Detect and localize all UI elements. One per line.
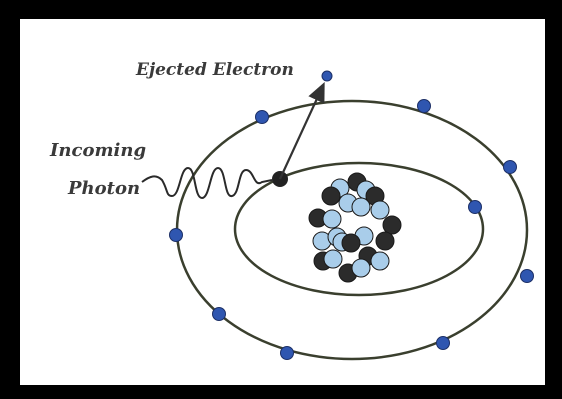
label-incoming: Incoming [49,140,146,161]
nucleon [352,259,370,277]
label-ejected-electron: Ejected Electron [135,60,294,80]
ejected-electron [322,71,332,81]
electron [521,270,534,283]
electron [281,347,294,360]
nucleon [371,252,389,270]
electron [437,337,450,350]
nucleon [371,201,389,219]
nucleon [323,210,341,228]
nucleon [324,250,342,268]
electron [504,161,517,174]
ejection-arrow [280,90,321,179]
nucleon [352,198,370,216]
nucleon [383,216,401,234]
nucleon [376,232,394,250]
electron [469,201,482,214]
electron [418,100,431,113]
nucleus [309,173,401,282]
nucleon [322,187,340,205]
outer-orbit [177,101,527,359]
electron [213,308,226,321]
nucleon [342,234,360,252]
electron [256,111,269,124]
electron [170,229,183,242]
photon-wave [142,168,272,198]
label-photon: Photon [67,178,140,199]
